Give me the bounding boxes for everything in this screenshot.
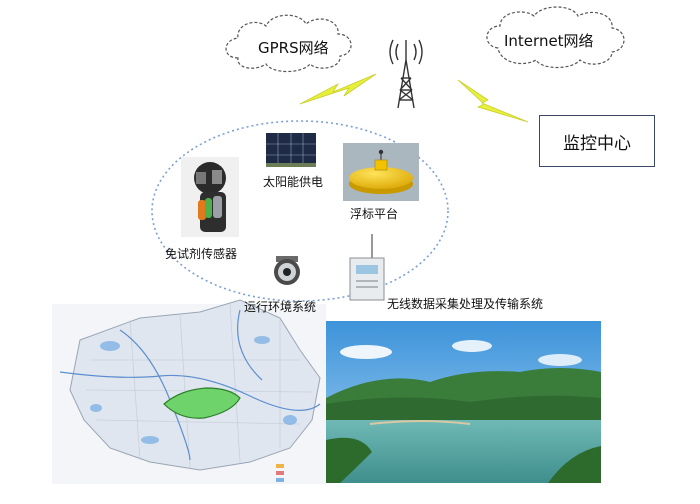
monitoring-center-box: 监控中心: [539, 115, 655, 167]
datalogger-icon: [349, 234, 385, 301]
sensor-icon: [181, 157, 239, 237]
gprs-cloud: GPRS网络: [225, 14, 352, 73]
lightning-right-icon: [457, 79, 529, 123]
sensor-network-ellipse: [151, 120, 449, 302]
solar-panel-icon: [266, 133, 316, 167]
city-map-image: [52, 299, 326, 484]
lightning-left-icon: [299, 73, 377, 105]
camera-label: 运行环境系统: [244, 300, 317, 314]
antenna-tower-icon: [389, 39, 423, 109]
gprs-cloud-label: GPRS网络: [258, 39, 329, 57]
map-highlight-region: [163, 387, 241, 419]
datalogger-label: 无线数据采集处理及传输系统: [387, 297, 544, 311]
internet-cloud: Internet网络: [486, 6, 625, 69]
sensor-label: 免试剂传感器: [165, 247, 238, 261]
reservoir-photo: [326, 321, 601, 483]
buoy-icon: [343, 143, 419, 201]
buoy-label: 浮标平台: [350, 207, 399, 221]
camera-icon: [274, 256, 300, 285]
solar-label: 太阳能供电: [263, 175, 324, 189]
internet-cloud-label: Internet网络: [504, 32, 594, 50]
